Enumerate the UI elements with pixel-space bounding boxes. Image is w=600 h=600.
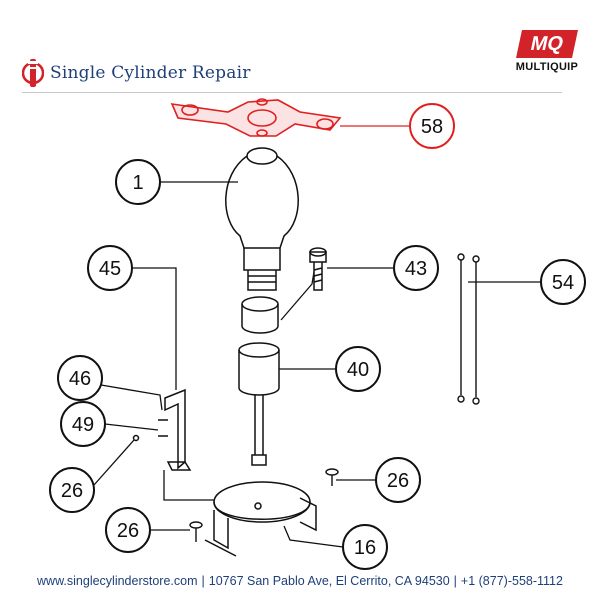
callout-46[interactable]: 46 [57,355,103,401]
callout-16[interactable]: 16 [342,524,388,570]
footer-address: 10767 San Pablo Ave, El Cerrito, CA 9453… [208,574,450,588]
part-40-socket[interactable] [238,342,280,466]
piston-logo-icon [22,59,44,87]
callout-26-right-label: 26 [387,470,409,492]
callout-16-label: 16 [354,537,376,559]
part-26-screw-a[interactable] [325,468,339,486]
footer-separator: | [453,574,457,588]
part-1-lamp[interactable] [225,147,299,291]
callout-43-label: 43 [405,258,427,280]
part-16-base[interactable] [204,481,317,557]
callout-46-label: 46 [69,368,91,390]
part-54-wires[interactable] [457,253,480,405]
callout-49-label: 49 [72,414,94,436]
callout-49[interactable]: 49 [60,401,106,447]
footer-phone[interactable]: +1 (877)-558-1112 [460,574,563,588]
callout-54-label: 54 [552,272,574,294]
brand-name: Single Cylinder Repair [50,63,251,83]
callout-45-label: 45 [99,258,121,280]
callout-58-label: 58 [421,116,443,138]
part-58-bracket[interactable] [170,98,342,137]
part-26-screw-b[interactable] [189,521,203,542]
callout-26-bottom[interactable]: 26 [105,507,151,553]
footer-contact: www.singlecylinderstore.com|10767 San Pa… [0,574,600,588]
callout-26-left-label: 26 [61,480,83,502]
brand-header: Single Cylinder Repair [22,55,251,91]
callout-40[interactable]: 40 [335,346,381,392]
callout-1-label: 1 [132,172,143,194]
callout-26-bottom-label: 26 [117,520,139,542]
lamp-socket-ring [241,296,279,334]
callout-26-right[interactable]: 26 [375,457,421,503]
callout-54[interactable]: 54 [540,259,586,305]
callout-58[interactable]: 58 [409,103,455,149]
callout-26-left[interactable]: 26 [49,467,95,513]
multiquip-wordmark: MULTIQUIP [515,61,579,73]
multiquip-logo: MQ MULTIQUIP [512,30,582,80]
callout-45[interactable]: 45 [87,245,133,291]
callout-40-label: 40 [347,359,369,381]
footer-separator: | [201,574,205,588]
part-43-bolt[interactable] [309,247,327,291]
leader-lines [93,125,541,548]
callout-43[interactable]: 43 [393,245,439,291]
callout-1[interactable]: 1 [115,159,161,205]
part-45-bracket[interactable] [132,388,192,471]
header-divider [22,92,562,93]
footer-website-link[interactable]: www.singlecylinderstore.com [37,574,198,588]
